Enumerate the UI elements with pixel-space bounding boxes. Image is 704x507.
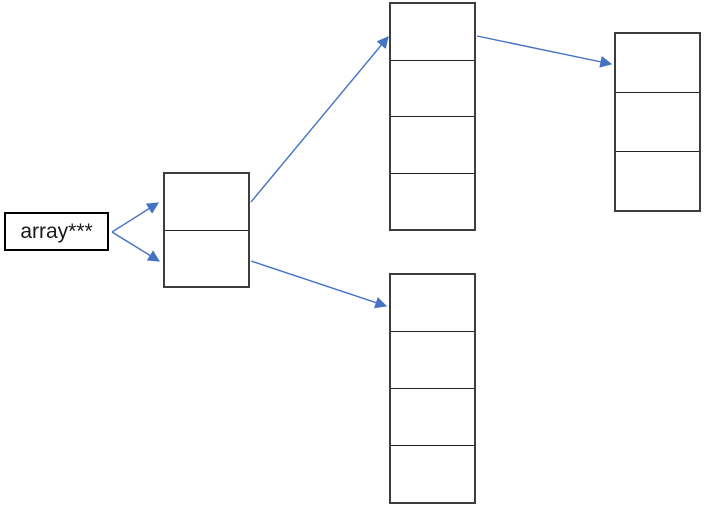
cell	[391, 275, 474, 331]
cell	[391, 445, 474, 502]
cell	[391, 59, 474, 116]
array-label-text: array***	[20, 219, 93, 243]
array-label-box: array***	[4, 212, 109, 251]
cell	[391, 4, 474, 60]
cell	[391, 331, 474, 388]
row-right-block	[614, 32, 701, 212]
arrow-rowtop-to-row-right	[476, 35, 613, 68]
cell	[391, 116, 474, 173]
arrow-ptr2-to-row-bottom	[250, 260, 388, 309]
arrow-label-to-ptr-cell1	[111, 202, 160, 233]
cell	[616, 92, 699, 151]
arrow-ptr1-to-row-top	[250, 36, 389, 203]
row-bottom-block	[389, 273, 476, 504]
pointer-block	[163, 172, 250, 288]
cell	[616, 151, 699, 210]
cell	[165, 174, 248, 230]
cell	[391, 388, 474, 445]
arrow-label-to-ptr-cell2	[111, 231, 161, 262]
cell	[165, 229, 248, 286]
cell	[391, 172, 474, 229]
row-top-block	[389, 2, 476, 231]
cell	[616, 34, 699, 92]
